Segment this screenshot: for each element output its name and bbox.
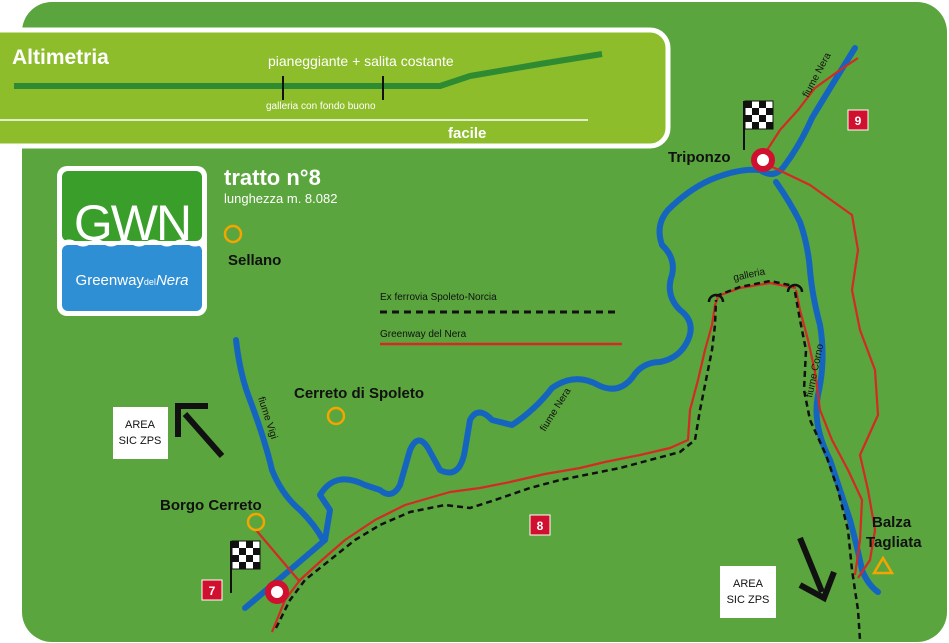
svg-text:SIC ZPS: SIC ZPS bbox=[119, 435, 162, 447]
greenway-triponzo-branch bbox=[761, 161, 880, 579]
borgo-cerreto-label: Borgo Cerreto bbox=[160, 497, 262, 514]
altimetria-title: Altimetria bbox=[12, 46, 109, 69]
tunnel-label: galleria con fondo buono bbox=[266, 101, 376, 112]
area-sic-zps-left: AREA SIC ZPS bbox=[113, 407, 168, 459]
tunnel-portal-east bbox=[786, 283, 804, 293]
svg-text:8: 8 bbox=[537, 519, 544, 533]
greenway-route-east bbox=[794, 289, 864, 576]
section-marker-8: 8 bbox=[529, 514, 551, 536]
svg-text:9: 9 bbox=[855, 114, 862, 128]
triponzo-endpoint-marker bbox=[751, 148, 775, 172]
greenway-route bbox=[270, 296, 720, 633]
section-marker-7: 7 bbox=[201, 579, 223, 601]
logo-subtitle: GreenwaydelNera bbox=[76, 272, 189, 289]
svg-text:AREA: AREA bbox=[733, 578, 764, 590]
map-background bbox=[22, 2, 947, 642]
section-title: tratto n°8 bbox=[224, 165, 321, 190]
borgo-cerreto-town-marker bbox=[246, 512, 266, 532]
balza-label-line2: Tagliata bbox=[866, 534, 922, 551]
svg-text:SIC ZPS: SIC ZPS bbox=[727, 594, 770, 606]
map-legend: Ex ferrovia Spoleto-Norcia Greenway del … bbox=[380, 292, 622, 346]
area-sic-zps-right: AREA SIC ZPS bbox=[720, 566, 776, 618]
svg-text:AREA: AREA bbox=[125, 419, 156, 431]
borgo-cerreto-endpoint-marker bbox=[265, 580, 289, 604]
sellano-label: Sellano bbox=[228, 252, 281, 269]
section-length: lunghezza m. 8.082 bbox=[224, 191, 337, 206]
arrow-southeast-icon bbox=[797, 536, 837, 603]
ex-railway-tunnel bbox=[715, 279, 795, 298]
section-marker-9: 9 bbox=[847, 109, 869, 131]
arrow-northwest-icon bbox=[175, 403, 225, 458]
gwn-logo: GWN GreenwaydelNera bbox=[57, 166, 207, 316]
triponzo-label: Triponzo bbox=[668, 149, 731, 166]
sellano-town-marker bbox=[223, 224, 243, 244]
balza-label-line1: Balza bbox=[872, 514, 912, 531]
cerreto-label: Cerreto di Spoleto bbox=[294, 385, 424, 402]
profile-label: pianeggiante + salita costante bbox=[268, 53, 454, 69]
cerreto-town-marker bbox=[326, 406, 346, 426]
tunnel-portal-west bbox=[707, 293, 725, 303]
legend-railway-label: Ex ferrovia Spoleto-Norcia bbox=[380, 292, 497, 303]
elevation-profile-line bbox=[14, 51, 603, 89]
borgo-cerreto-checkered-flag-icon bbox=[230, 540, 261, 593]
ex-railway-route-east bbox=[793, 291, 862, 641]
altimetria-panel: Altimetria pianeggiante + salita costant… bbox=[0, 27, 671, 149]
svg-text:7: 7 bbox=[209, 584, 216, 598]
greenway-borgo-link bbox=[255, 529, 301, 583]
logo-text: GWN bbox=[74, 195, 190, 251]
fiume-vigi-river bbox=[233, 337, 326, 543]
greenway-north-link bbox=[779, 57, 859, 131]
legend-greenway-label: Greenway del Nera bbox=[380, 329, 467, 340]
difficulty-label: facile bbox=[448, 125, 486, 142]
triponzo-checkered-flag-icon bbox=[743, 100, 774, 150]
balza-tagliata-triangle-marker bbox=[871, 555, 895, 575]
ex-railway-route bbox=[274, 299, 718, 629]
